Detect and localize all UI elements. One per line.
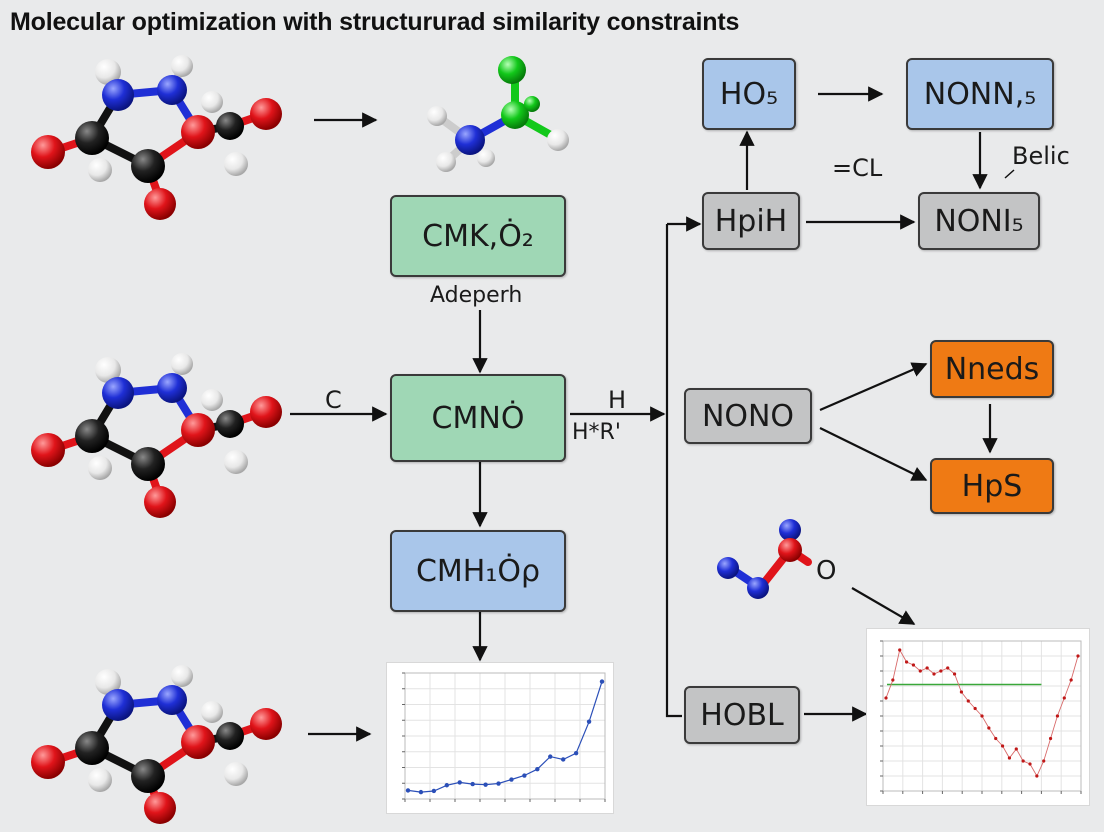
data-point bbox=[1042, 759, 1046, 763]
label-h: H bbox=[608, 386, 627, 414]
data-point bbox=[586, 719, 592, 724]
box-ho5-label: HO₅ bbox=[719, 76, 779, 112]
box-cmk: CMK,Ȯ₂ bbox=[390, 195, 566, 277]
box-ho5: HO₅ bbox=[702, 58, 796, 130]
box-nneds: Nneds bbox=[930, 340, 1054, 398]
molecule-ring-1 bbox=[31, 55, 282, 220]
chart-right bbox=[866, 628, 1090, 806]
box-cmh: CMH₁Ȯρ bbox=[390, 530, 566, 612]
data-point bbox=[1076, 654, 1080, 658]
molecule-ring-3 bbox=[31, 665, 282, 824]
arrow-molecule-to-chart bbox=[851, 587, 916, 625]
data-point bbox=[1021, 759, 1025, 763]
data-point bbox=[925, 666, 929, 670]
box-cmk-label: CMK,Ȯ₂ bbox=[422, 218, 534, 254]
box-nono-label: NONO bbox=[701, 398, 795, 434]
arrows bbox=[290, 86, 1015, 742]
molecule-chloro bbox=[427, 56, 569, 172]
belic-tick bbox=[1004, 169, 1015, 179]
data-point bbox=[535, 767, 540, 772]
data-point bbox=[946, 666, 950, 670]
data-point bbox=[561, 757, 566, 762]
label-adeperh: Adeperh bbox=[430, 283, 523, 308]
molecule-small bbox=[717, 519, 812, 599]
data-point bbox=[496, 781, 501, 786]
data-point bbox=[932, 672, 936, 676]
label-belic: Belic bbox=[1012, 142, 1070, 170]
box-nono: NONO bbox=[684, 388, 812, 444]
arrow-nono-to-nneds bbox=[819, 362, 928, 412]
data-point bbox=[966, 699, 970, 703]
data-point bbox=[973, 706, 977, 711]
data-point bbox=[1069, 678, 1073, 682]
box-hpih-label: HpiH bbox=[714, 203, 788, 239]
box-hobl: HOBL bbox=[684, 686, 800, 744]
box-cmno-label: CMNȮ bbox=[431, 400, 525, 436]
molecule-ring-2 bbox=[31, 353, 282, 518]
data-point bbox=[1014, 747, 1018, 751]
box-noni5: NONI₅ bbox=[918, 192, 1040, 250]
data-point bbox=[522, 773, 527, 778]
box-hobl-label: HOBL bbox=[700, 697, 784, 733]
series-line bbox=[407, 681, 603, 793]
connector-trunk bbox=[665, 224, 682, 718]
box-nonn5: NONN,₅ bbox=[906, 58, 1054, 130]
box-cmh-label: CMH₁Ȯρ bbox=[415, 553, 541, 589]
data-point bbox=[1028, 762, 1032, 766]
data-point bbox=[959, 690, 964, 694]
data-point bbox=[548, 754, 553, 759]
data-point bbox=[470, 781, 475, 787]
data-point bbox=[904, 660, 909, 664]
data-point bbox=[987, 726, 991, 730]
data-point bbox=[898, 648, 902, 652]
data-point bbox=[1000, 744, 1005, 748]
data-point bbox=[994, 736, 998, 741]
data-point bbox=[1035, 774, 1039, 778]
data-point bbox=[884, 696, 888, 700]
data-point bbox=[431, 788, 437, 794]
box-nonn5-label: NONN,₅ bbox=[923, 76, 1037, 112]
data-point bbox=[1048, 736, 1053, 741]
box-hps-label: HpS bbox=[961, 468, 1023, 504]
data-point bbox=[418, 789, 424, 795]
box-nneds-label: Nneds bbox=[944, 351, 1040, 387]
label-c: C bbox=[325, 386, 342, 414]
data-point bbox=[599, 679, 605, 684]
data-point bbox=[911, 663, 916, 667]
chart-left bbox=[386, 662, 614, 814]
box-cmno: CMNȮ bbox=[390, 374, 566, 462]
data-point bbox=[573, 750, 579, 756]
data-point bbox=[457, 780, 462, 785]
data-point bbox=[1007, 756, 1012, 760]
label-o: O bbox=[816, 556, 837, 586]
data-point bbox=[952, 672, 957, 676]
data-point bbox=[483, 782, 488, 787]
data-point bbox=[509, 777, 514, 782]
box-hps: HpS bbox=[930, 458, 1054, 514]
box-hpih: HpiH bbox=[702, 192, 800, 250]
data-point bbox=[939, 669, 943, 673]
box-noni5-label: NONI₅ bbox=[934, 203, 1024, 239]
chart-left-svg bbox=[402, 672, 606, 802]
data-point bbox=[1062, 696, 1066, 700]
data-point bbox=[444, 783, 449, 788]
page-title: Molecular optimization with structururad… bbox=[10, 8, 740, 36]
data-point bbox=[918, 669, 922, 673]
label-hr: H*R' bbox=[572, 420, 621, 445]
data-point bbox=[1055, 714, 1060, 718]
data-point bbox=[891, 678, 895, 682]
chart-right-svg bbox=[880, 640, 1082, 794]
data-point bbox=[405, 788, 411, 793]
label-ecl: =CL bbox=[832, 154, 883, 182]
arrow-nono-to-hps bbox=[819, 427, 928, 481]
data-point bbox=[980, 714, 984, 718]
